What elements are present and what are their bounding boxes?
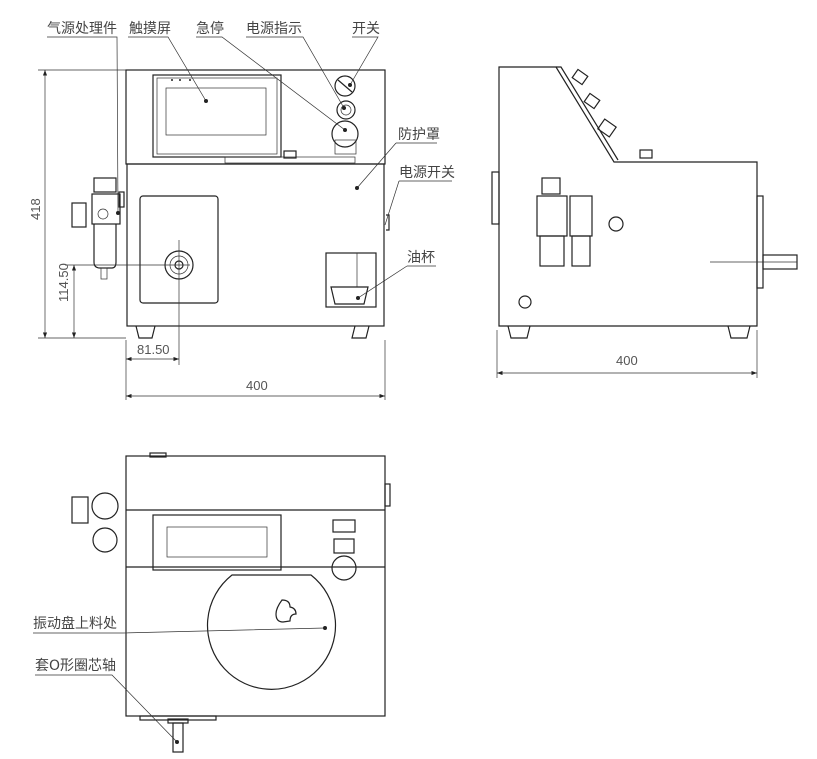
label-oil-cup: 油杯 [407, 250, 435, 266]
label-power-switch: 电源开关 [399, 165, 455, 181]
air-treatment-unit [71, 177, 125, 280]
side-view: 400 [491, 66, 798, 378]
label-emergency-stop: 急停 [196, 20, 224, 37]
dim-height: 418 [28, 198, 43, 220]
label-power-indicator: 电源指示 [246, 21, 302, 37]
power-indicator-lamp [336, 100, 356, 120]
oil-cup [325, 252, 377, 308]
knob [283, 150, 297, 159]
label-guard: 防护罩 [398, 127, 440, 143]
guard-housing [126, 163, 385, 327]
top-air-treatment [71, 492, 119, 553]
touch-screen [152, 74, 282, 158]
label-o-ring-mandrel: 套O形圈芯轴 [35, 658, 116, 674]
dim-front-width: 400 [246, 378, 268, 393]
label-switch: 开关 [352, 21, 380, 37]
vibratory-bowl [206, 574, 337, 690]
power-switch-knob [386, 214, 390, 231]
emergency-stop-button [331, 120, 359, 155]
leader-lines [47, 36, 452, 300]
switch-component [334, 75, 356, 97]
dim-center-height: 114.50 [56, 263, 71, 302]
label-vibratory-feed: 振动盘上料处 [33, 615, 117, 632]
top-switch-stack [331, 519, 357, 581]
label-touch-screen: 触摸屏 [129, 21, 171, 37]
top-touch-screen [152, 514, 282, 571]
feet [135, 325, 370, 339]
top-view: 振动盘上料处 套O形圈芯轴 [33, 452, 391, 753]
dim-center-offset: 81.50 [137, 342, 170, 357]
dimension-lines [38, 69, 386, 400]
control-panel [125, 69, 386, 165]
bowl-center [275, 599, 297, 623]
dim-side-width: 400 [616, 353, 638, 368]
side-air-treatment [536, 177, 593, 267]
label-air-treatment: 气源处理件 [47, 21, 117, 37]
o-ring-mandrel [172, 722, 184, 753]
front-view: 418 114.50 81.50 400 气源处理件 触摸屏 急停 电源指示 开… [28, 20, 455, 400]
